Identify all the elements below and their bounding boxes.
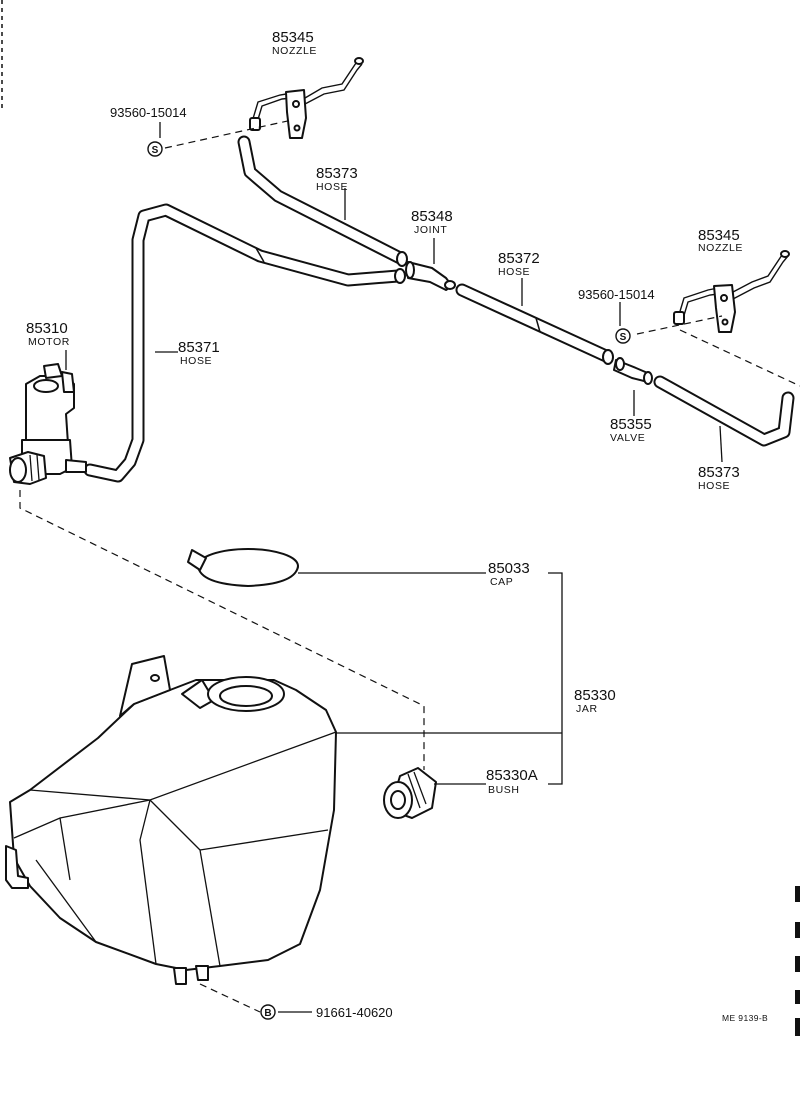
hose-85372-shape	[455, 283, 614, 365]
part-name: JAR	[576, 703, 598, 715]
symbol-letter: B	[264, 1008, 271, 1019]
part-number: 85345	[698, 227, 740, 244]
joint-shape	[405, 261, 456, 291]
part-number: 85310	[26, 320, 68, 337]
nozzle-left	[249, 57, 364, 139]
callout-screw-left: 93560-15014 S	[110, 105, 187, 157]
callout-nozzle-left: 85345 NOZZLE	[272, 29, 317, 57]
part-name: HOSE	[316, 181, 348, 193]
nozzle-right	[673, 250, 790, 333]
callout-jar: 85330 JAR	[574, 687, 616, 715]
screw-left-dashline	[164, 119, 293, 149]
symbol-circle	[615, 328, 631, 344]
part-number: 85330A	[486, 767, 538, 784]
hose-85373-upper-shape	[237, 135, 408, 267]
callout-cap: 85033 CAP	[488, 560, 530, 588]
part-number: 85355	[610, 416, 652, 433]
part-name: JOINT	[414, 224, 447, 236]
part-number: 85348	[411, 208, 453, 225]
part-number: 85330	[574, 687, 616, 704]
symbol-letter: S	[152, 145, 159, 156]
part-number: 93560-15014	[578, 287, 655, 302]
callout-bolt: B 91661-40620	[260, 1004, 393, 1020]
part-name: NOZZLE	[272, 45, 317, 57]
part-name: VALVE	[610, 432, 645, 444]
callout-hose-85373-lower: 85373 HOSE	[698, 464, 740, 492]
symbol-circle	[260, 1004, 276, 1020]
hose-85373-lower-shape	[653, 375, 795, 447]
part-number: 85345	[272, 29, 314, 46]
part-number: 85373	[316, 165, 358, 182]
callout-screw-right: 93560-15014 S	[578, 287, 655, 344]
valve-shape	[613, 357, 653, 385]
callout-nozzle-right: 85345 NOZZLE	[698, 227, 743, 254]
cap-shape	[187, 548, 299, 587]
bolt-dashline	[199, 983, 261, 1013]
part-name: CAP	[490, 576, 513, 588]
reference-code: ME 9139-B	[722, 1013, 768, 1023]
callout-motor: 85310 MOTOR	[26, 320, 70, 348]
motor-jar-dashline	[19, 490, 425, 770]
part-number: 91661-40620	[316, 1005, 393, 1020]
part-number: 85033	[488, 560, 530, 577]
leader-85373-lower	[719, 425, 723, 463]
edge-fragments	[795, 886, 800, 1036]
callout-bush: 85330A BUSH	[486, 767, 538, 796]
part-number: 85371	[178, 339, 220, 356]
part-name: BUSH	[488, 784, 520, 796]
part-number: 85373	[698, 464, 740, 481]
callout-hose-85371: 85371 HOSE	[178, 339, 220, 367]
part-name: HOSE	[180, 355, 212, 367]
nozzle-right-dashline	[679, 329, 800, 387]
hose-85371-shape	[83, 203, 406, 483]
bush-shape	[383, 767, 437, 819]
jar-shape	[5, 655, 337, 985]
motor-shape	[9, 363, 87, 485]
part-number: 93560-15014	[110, 105, 187, 120]
symbol-letter: S	[620, 332, 627, 343]
part-name: MOTOR	[28, 336, 70, 348]
part-name: NOZZLE	[698, 242, 743, 254]
part-name: HOSE	[498, 266, 530, 278]
callout-hose-85372: 85372 HOSE	[498, 250, 540, 278]
callout-hose-85373-upper: 85373 HOSE	[316, 165, 358, 193]
screw-right-dashline	[636, 315, 723, 335]
symbol-circle	[147, 141, 163, 157]
callout-joint: 85348 JOINT	[411, 208, 453, 236]
part-name: HOSE	[698, 480, 730, 492]
jar-bracket	[548, 572, 563, 785]
callout-valve: 85355 VALVE	[610, 416, 652, 444]
part-number: 85372	[498, 250, 540, 267]
